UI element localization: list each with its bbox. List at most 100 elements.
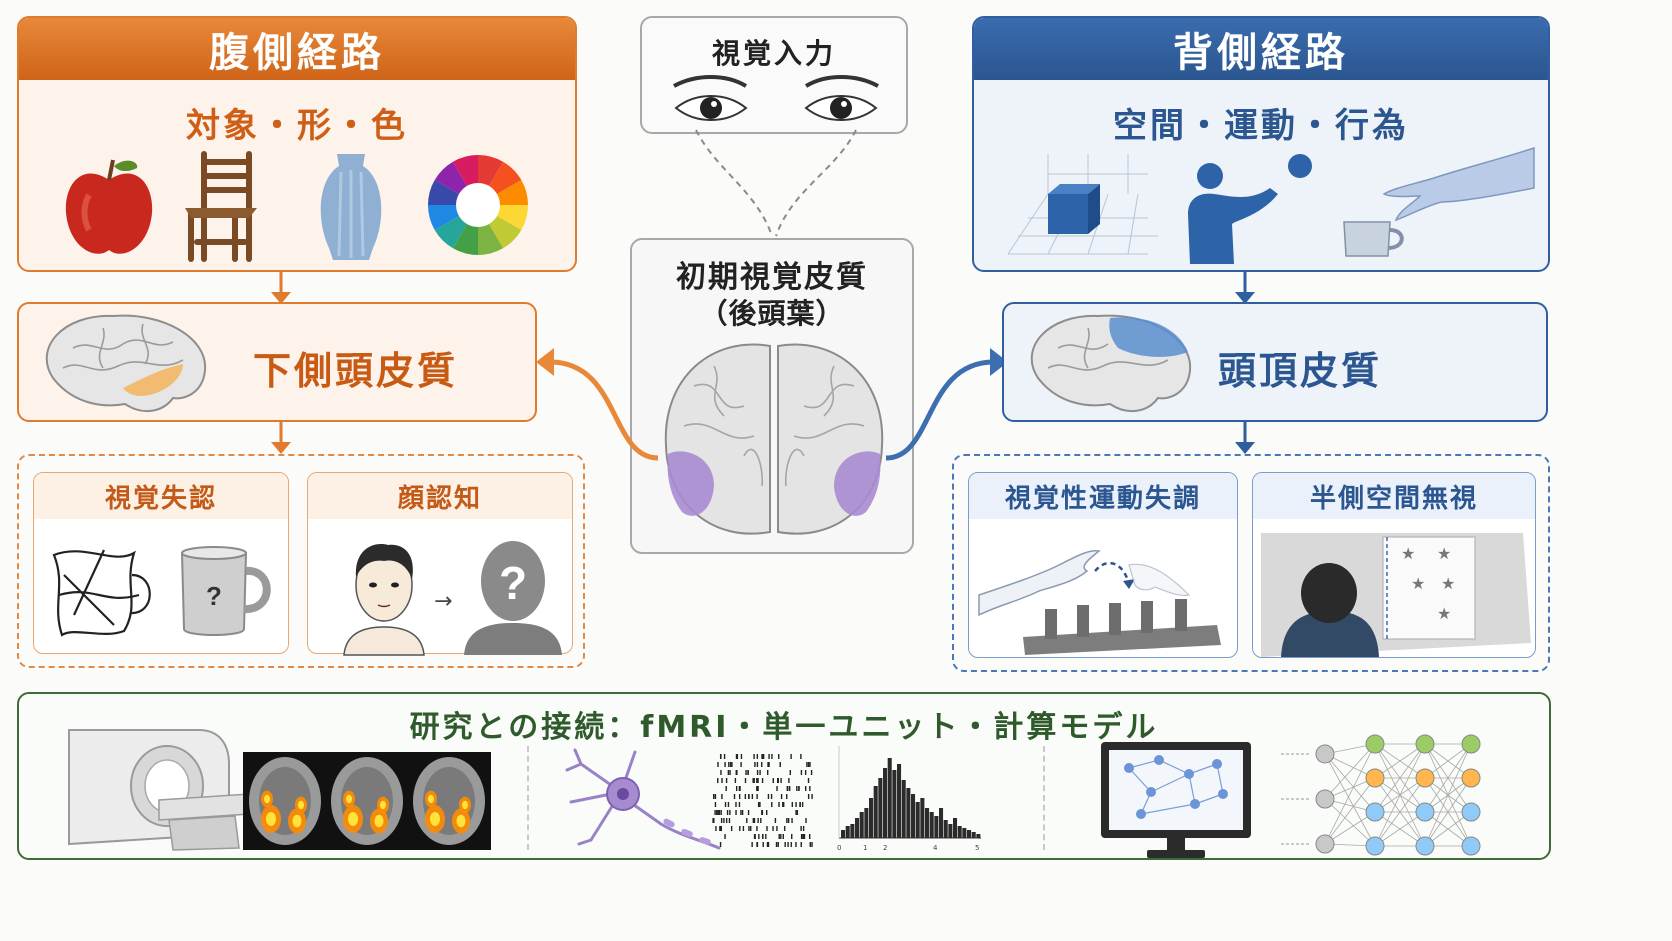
nn-edge <box>1324 753 1376 813</box>
scan-activation-core <box>266 812 276 826</box>
fmri-brain-scans <box>243 752 491 850</box>
dorsal-panel: 背側経路 空間・運動・行為 <box>972 16 1550 272</box>
dorsal-arrow-1 <box>1235 272 1255 304</box>
nn-node <box>1461 734 1481 754</box>
histogram-bar <box>934 816 939 838</box>
nn-edge <box>1324 743 1376 800</box>
svg-text:★: ★ <box>1437 544 1451 563</box>
face-recognition-label: 顔認知 <box>308 473 572 519</box>
svg-text:★: ★ <box>1437 604 1451 623</box>
dorsal-arrow-2 <box>1235 422 1255 454</box>
v1-to-ventral-arrow <box>536 348 659 461</box>
nn-node <box>1461 802 1481 822</box>
histogram-bar <box>873 786 878 838</box>
mri-scanner-icon <box>68 729 250 851</box>
histogram-bar <box>976 834 981 838</box>
ventral-deficits: 視覚失認 ? 顔認知 → ? <box>17 454 585 668</box>
nn-node <box>1461 836 1481 856</box>
nn-edge <box>1374 743 1426 813</box>
histogram-bar <box>962 828 967 838</box>
scan-activation-core <box>456 814 466 828</box>
spike-raster-icon <box>712 754 813 847</box>
face-recognition-card: 顔認知 → ? <box>307 472 573 656</box>
histogram-bar <box>920 798 925 838</box>
ventral-subtitle: 対象・形・色 <box>186 106 408 146</box>
nn-node <box>1315 744 1335 764</box>
histogram-bar <box>892 770 897 838</box>
computer-network-icon <box>1101 742 1251 858</box>
agnosia-card: 視覚失認 ? <box>33 472 289 654</box>
vase-icon <box>320 154 382 260</box>
histogram-bar <box>967 830 972 838</box>
eyes-icon <box>673 75 879 121</box>
agnosia-label: 視覚失認 <box>34 473 288 519</box>
scan-activation-core <box>430 812 440 826</box>
histogram-bar <box>864 808 869 838</box>
parietal-label: 頭頂皮質 <box>1218 349 1383 393</box>
histogram-bar <box>841 830 846 838</box>
divider-1 <box>527 746 529 850</box>
svg-text:★: ★ <box>1441 574 1455 593</box>
hist-tick-2: 2 <box>883 844 887 852</box>
ventral-panel: 腹側経路 対象・形・色 <box>17 16 577 272</box>
histogram-bar <box>906 788 911 838</box>
histogram-bar <box>850 824 855 838</box>
scan-activation-core <box>380 800 386 810</box>
neural-net-diagram-icon <box>1281 734 1481 856</box>
scan-activation-core <box>428 794 434 804</box>
scan-activation-core <box>264 794 270 804</box>
v1-sublabel: （後頭葉） <box>699 297 845 330</box>
hist-tick-1: 1 <box>863 844 867 852</box>
nn-node <box>1415 768 1435 788</box>
inferior-temporal-label: 下側頭皮質 <box>253 349 459 393</box>
histogram-bar <box>915 802 920 838</box>
histogram-bar <box>943 820 948 838</box>
v1-label: 初期視覚皮質 <box>676 260 868 295</box>
histogram-bar <box>869 798 874 838</box>
nn-edge <box>1374 743 1426 847</box>
neuron-icon <box>565 748 721 850</box>
nn-node <box>1415 802 1435 822</box>
dorsal-deficits: 視覚性運動失調 半側空間無視 ★★★★★ <box>952 454 1550 672</box>
histogram-bar <box>948 824 953 838</box>
unknown-face-icon: ? <box>464 541 562 655</box>
histogram-bar <box>887 758 892 838</box>
nn-edge <box>1374 811 1426 847</box>
histogram-bar <box>855 818 860 838</box>
ventral-title: 腹側経路 <box>19 18 575 80</box>
scan-activation-core <box>462 800 468 810</box>
histogram-bar <box>953 818 958 838</box>
scan-activation-core <box>292 814 302 828</box>
scan-activation-core <box>298 800 304 810</box>
nn-edge <box>1324 811 1376 845</box>
face-arrow: → <box>434 589 453 614</box>
parietal-box: 頭頂皮質 <box>1002 302 1548 422</box>
neglect-scene-icon: ★★★★★ <box>1261 533 1531 657</box>
brain-posterior-icon <box>664 343 884 535</box>
ventral-arrow-2 <box>271 422 291 454</box>
histogram-bar <box>939 808 944 838</box>
optic-ataxia-label: 視覚性運動失調 <box>969 473 1237 519</box>
dorsal-subtitle: 空間・運動・行為 <box>1113 106 1409 146</box>
hist-tick-3: 4 <box>933 844 938 852</box>
face-question-mark: ? <box>499 557 527 609</box>
nn-edge <box>1324 777 1376 845</box>
scan-activation-core <box>374 814 384 828</box>
fmri-scan-images <box>249 757 485 845</box>
histogram-bar <box>901 780 906 838</box>
3d-grid-cube-icon <box>1007 154 1158 255</box>
svg-text:★: ★ <box>1401 544 1415 563</box>
divider-2 <box>1043 746 1045 850</box>
nn-node <box>1365 734 1385 754</box>
nn-node <box>1315 789 1335 809</box>
nn-edge <box>1424 811 1472 847</box>
inferior-temporal-box: 下側頭皮質 <box>17 302 537 422</box>
mug-question-mark: ? <box>206 581 222 611</box>
nn-node <box>1365 768 1385 788</box>
neglect-card: 半側空間無視 ★★★★★ <box>1252 472 1536 658</box>
histogram-bar <box>878 778 883 838</box>
nn-edge <box>1374 777 1426 847</box>
chair-icon <box>185 151 257 262</box>
nn-node <box>1315 834 1335 854</box>
nn-edge <box>1324 743 1376 845</box>
